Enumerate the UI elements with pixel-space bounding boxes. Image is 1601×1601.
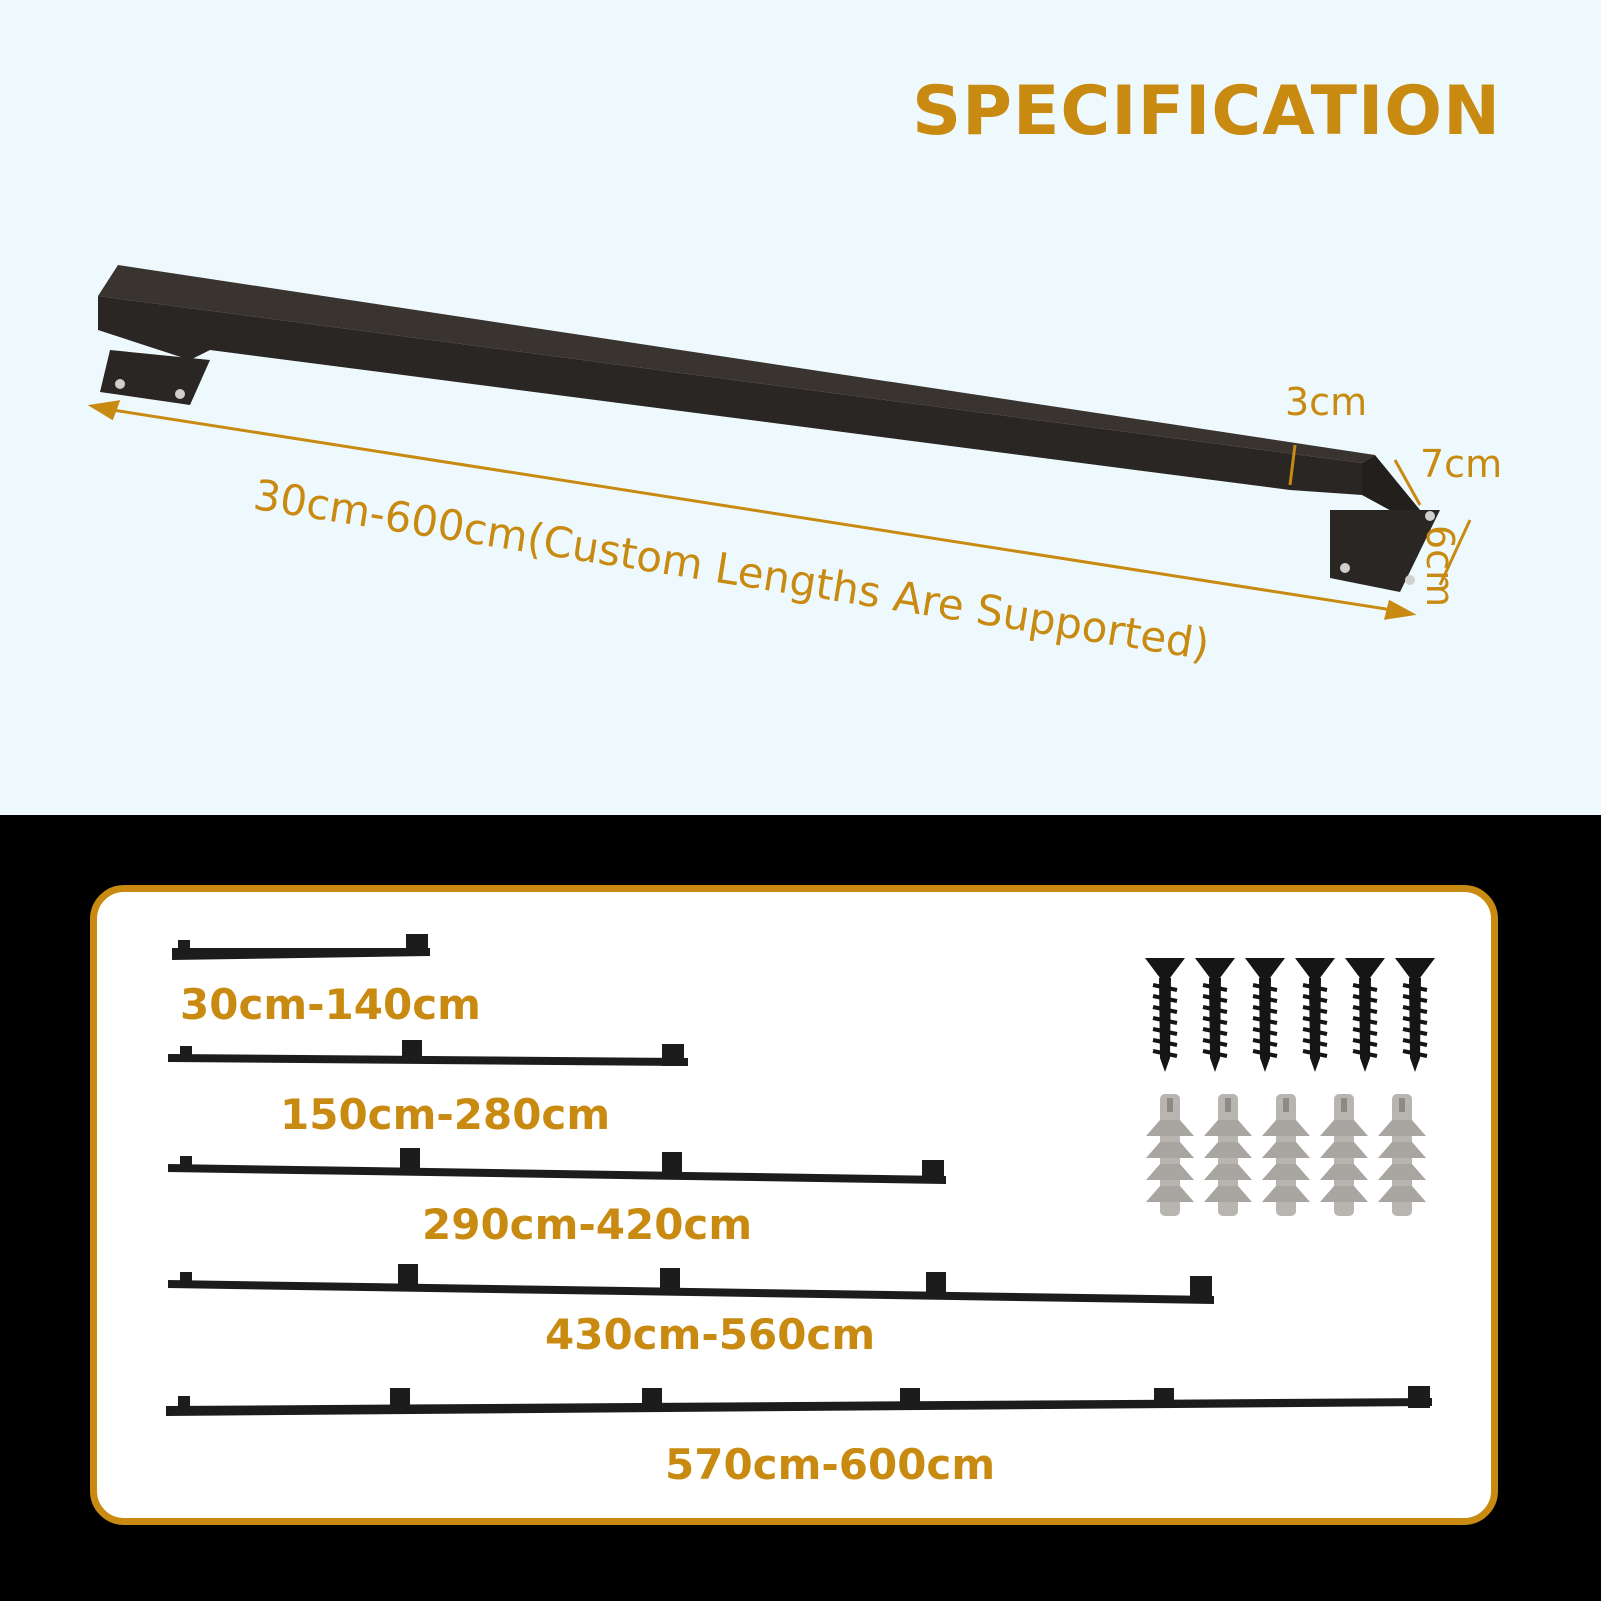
handrail-top-face	[98, 265, 1375, 463]
rail-variant-2	[168, 1040, 688, 1066]
depth-arrow	[1393, 459, 1422, 506]
wall-anchor-icon	[1320, 1094, 1368, 1216]
rail-mount	[390, 1388, 410, 1408]
rail-mount	[662, 1044, 684, 1066]
rail-mount	[398, 1264, 418, 1284]
right-mount-plate	[1330, 510, 1440, 592]
thickness-arrow	[1288, 444, 1297, 486]
rail-mount	[926, 1272, 946, 1292]
thickness-label: 3cm	[1285, 380, 1368, 424]
rail-mount	[180, 1046, 192, 1058]
rail-mount	[1190, 1276, 1212, 1298]
screw-icon	[1145, 958, 1185, 1072]
wall-anchor-icon	[1204, 1094, 1252, 1216]
rail-bar	[166, 1398, 1432, 1416]
screw-icon	[1345, 958, 1385, 1072]
rail-mount	[400, 1148, 420, 1168]
rail-variant-3	[168, 1148, 946, 1184]
length-range-4: 430cm-560cm	[545, 1310, 876, 1359]
rail-bar	[172, 948, 430, 960]
rail-variant-1	[172, 934, 430, 960]
rail-mount	[178, 1396, 190, 1408]
rail-bar	[168, 1164, 946, 1184]
screw-icon	[1295, 958, 1335, 1072]
length-range-5: 570cm-600cm	[665, 1440, 996, 1489]
screw-set	[1145, 958, 1435, 1072]
anchor-set	[1146, 1094, 1426, 1216]
rail-mount	[660, 1268, 680, 1288]
rail-mount	[402, 1040, 422, 1060]
rail-mount	[900, 1388, 920, 1408]
depth-label: 7cm	[1420, 442, 1503, 486]
handrail-diagram	[87, 265, 1472, 620]
rail-variant-5	[166, 1386, 1432, 1416]
screw-hole	[115, 379, 125, 389]
length-range-1: 30cm-140cm	[180, 980, 481, 1029]
rail-mount	[662, 1152, 682, 1172]
rail-mount	[180, 1156, 192, 1168]
rail-mount	[180, 1272, 192, 1284]
screw-hole	[1405, 575, 1415, 585]
screw-icon	[1395, 958, 1435, 1072]
rail-mount	[1408, 1386, 1430, 1408]
rail-mount	[1154, 1388, 1174, 1408]
rail-bar	[168, 1054, 688, 1066]
rail-mount	[922, 1160, 944, 1182]
rail-variant-4	[168, 1264, 1214, 1304]
length-arrow-head-right	[1383, 599, 1417, 620]
screw-icon	[1245, 958, 1285, 1072]
handrail-right-end	[1362, 455, 1420, 520]
rail-mount	[642, 1388, 662, 1408]
screw-hole	[175, 389, 185, 399]
wall-anchor-icon	[1146, 1094, 1194, 1216]
page-title: SPECIFICATION	[912, 72, 1501, 151]
length-range-3: 290cm-420cm	[422, 1200, 753, 1249]
handrail-front-face	[98, 296, 1362, 495]
screw-hole	[1425, 511, 1435, 521]
rail-mount	[406, 934, 428, 956]
height-arrow	[1438, 519, 1472, 586]
wall-anchor-icon	[1262, 1094, 1310, 1216]
length-arrow	[99, 406, 1406, 614]
screw-icon	[1195, 958, 1235, 1072]
screw-hole	[1340, 563, 1350, 573]
length-range-2: 150cm-280cm	[280, 1090, 611, 1139]
rail-mount	[178, 940, 190, 952]
rail-bar	[168, 1280, 1214, 1304]
wall-anchor-icon	[1378, 1094, 1426, 1216]
length-arrow-head-left	[87, 400, 121, 421]
